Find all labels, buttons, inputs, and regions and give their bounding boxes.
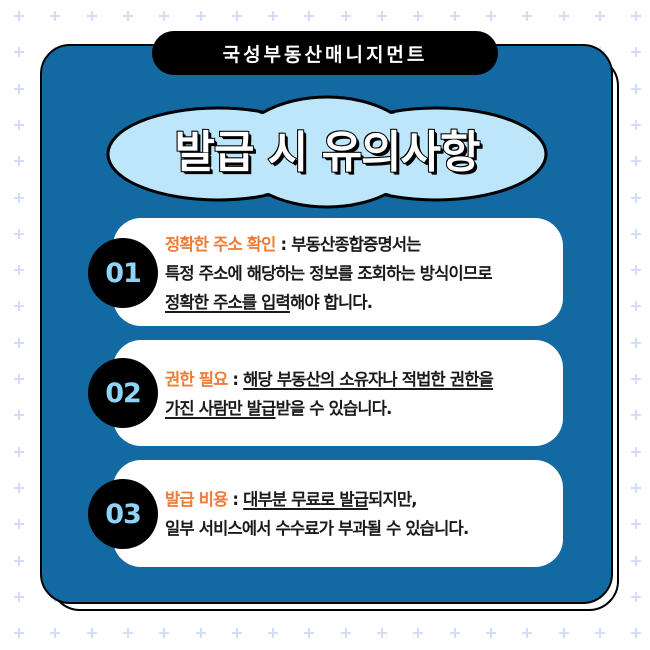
notice-line: 부동산종합증명서는 bbox=[291, 235, 421, 254]
separator: : bbox=[227, 370, 244, 389]
plus-icon bbox=[413, 628, 424, 639]
plus-icon bbox=[449, 628, 460, 639]
plus-icon bbox=[195, 628, 206, 639]
plus-icon bbox=[14, 228, 24, 239]
plus-icon bbox=[449, 11, 460, 21]
plus-icon bbox=[14, 519, 24, 530]
notice-heading-2: 권한 필요 bbox=[165, 370, 228, 389]
plus-icon bbox=[631, 482, 642, 493]
plus-icon bbox=[485, 11, 496, 21]
plus-icon bbox=[631, 337, 642, 348]
plus-icon bbox=[50, 11, 61, 21]
plus-icon bbox=[631, 47, 642, 58]
number-badge-1: 01 bbox=[88, 238, 158, 308]
notice-item-3: 발급 비용 : 대부분 무료로 발급되지만, 일부 서비스에서 수수료가 부과될… bbox=[113, 460, 563, 567]
plus-icon bbox=[631, 591, 642, 602]
plus-icon bbox=[377, 628, 387, 639]
plus-icon bbox=[122, 11, 133, 21]
plus-icon bbox=[631, 374, 642, 384]
notice-line: 해야 합니다. bbox=[289, 293, 373, 312]
plus-icon bbox=[14, 11, 24, 21]
notice-item-2: 권한 필요 : 해당 부동산의 소유자나 적법한 권한을 가진 사람만 발급받을… bbox=[113, 340, 563, 446]
brand-label: 국성부동산매니지먼트 bbox=[152, 31, 498, 75]
plus-icon bbox=[631, 265, 642, 276]
plus-icon bbox=[522, 628, 533, 639]
plus-icon bbox=[14, 47, 24, 58]
plus-icon bbox=[631, 301, 642, 312]
notice-line: 되지만, bbox=[368, 490, 417, 509]
plus-icon bbox=[631, 83, 642, 94]
plus-icon bbox=[340, 11, 351, 21]
separator: : bbox=[227, 490, 244, 509]
plus-icon bbox=[14, 591, 24, 602]
plus-icon bbox=[304, 11, 315, 21]
plus-icon bbox=[122, 628, 133, 639]
notice-heading-3: 발급 비용 bbox=[165, 490, 228, 509]
plus-icon bbox=[631, 628, 642, 639]
plus-icon bbox=[631, 156, 642, 167]
plus-icon bbox=[268, 11, 279, 21]
plus-icon bbox=[594, 628, 605, 639]
plus-icon bbox=[377, 11, 387, 21]
cloud-shape-icon bbox=[106, 95, 548, 209]
notice-item-1: 정확한 주소 확인 : 부동산종합증명서는 특정 주소에 해당하는 정보를 조회… bbox=[113, 218, 563, 326]
plus-icon bbox=[268, 628, 279, 639]
plus-icon bbox=[14, 410, 24, 421]
notice-text-2: 권한 필요 : 해당 부동산의 소유자나 적법한 권한을 가진 사람만 발급받을… bbox=[165, 365, 553, 423]
plus-icon bbox=[231, 11, 242, 21]
number-badge-3: 03 bbox=[88, 479, 158, 549]
notice-emphasis: 가진 사람만 발급 bbox=[165, 399, 276, 418]
notice-line: 받을 수 있습니다. bbox=[275, 399, 393, 418]
separator: : bbox=[275, 235, 292, 254]
plus-icon bbox=[631, 446, 642, 457]
plus-icon bbox=[195, 11, 206, 21]
plus-icon bbox=[14, 446, 24, 457]
plus-icon bbox=[14, 628, 24, 639]
plus-icon bbox=[86, 628, 97, 639]
plus-icon bbox=[14, 337, 24, 348]
plus-icon bbox=[14, 83, 24, 94]
plus-icon bbox=[558, 11, 569, 21]
notice-emphasis: 해당 부동산의 소유자나 적법한 권한을 bbox=[243, 370, 494, 389]
notice-emphasis: 정확한 주소를 입력 bbox=[165, 293, 291, 312]
plus-icon bbox=[14, 482, 24, 493]
title-cloud: 발급 시 유의사항 bbox=[106, 94, 548, 210]
plus-icon bbox=[413, 11, 424, 21]
plus-icon bbox=[50, 628, 61, 639]
plus-icon bbox=[86, 11, 97, 21]
plus-icon bbox=[522, 11, 533, 21]
notice-line: 일부 서비스에서 수수료가 부과될 수 있습니다. bbox=[165, 519, 469, 538]
notice-emphasis: 대부분 무료로 발급 bbox=[243, 490, 369, 509]
plus-icon bbox=[14, 265, 24, 276]
plus-icon bbox=[14, 374, 24, 384]
plus-icon bbox=[631, 119, 642, 130]
plus-icon bbox=[159, 628, 170, 639]
notice-line: 특정 주소에 해당하는 정보를 조회하는 방식이므로 bbox=[165, 264, 493, 283]
plus-icon bbox=[631, 555, 642, 566]
plus-icon bbox=[14, 555, 24, 566]
plus-icon bbox=[631, 228, 642, 239]
plus-icon bbox=[14, 156, 24, 167]
notice-heading-1: 정확한 주소 확인 bbox=[165, 235, 276, 254]
plus-icon bbox=[304, 628, 315, 639]
plus-icon bbox=[159, 11, 170, 21]
plus-icon bbox=[631, 192, 642, 203]
plus-icon bbox=[558, 628, 569, 639]
page-title: 발급 시 유의사항 bbox=[174, 126, 482, 179]
plus-icon bbox=[485, 628, 496, 639]
number-badge-2: 02 bbox=[88, 358, 158, 428]
plus-icon bbox=[14, 192, 24, 203]
plus-icon bbox=[631, 410, 642, 421]
plus-icon bbox=[631, 11, 642, 21]
notice-text-3: 발급 비용 : 대부분 무료로 발급되지만, 일부 서비스에서 수수료가 부과될… bbox=[165, 485, 553, 543]
plus-icon bbox=[594, 11, 605, 21]
plus-icon bbox=[340, 628, 351, 639]
plus-icon bbox=[631, 519, 642, 530]
plus-icon bbox=[231, 628, 242, 639]
plus-icon bbox=[14, 119, 24, 130]
plus-icon bbox=[14, 301, 24, 312]
notice-text-1: 정확한 주소 확인 : 부동산종합증명서는 특정 주소에 해당하는 정보를 조회… bbox=[165, 230, 553, 317]
